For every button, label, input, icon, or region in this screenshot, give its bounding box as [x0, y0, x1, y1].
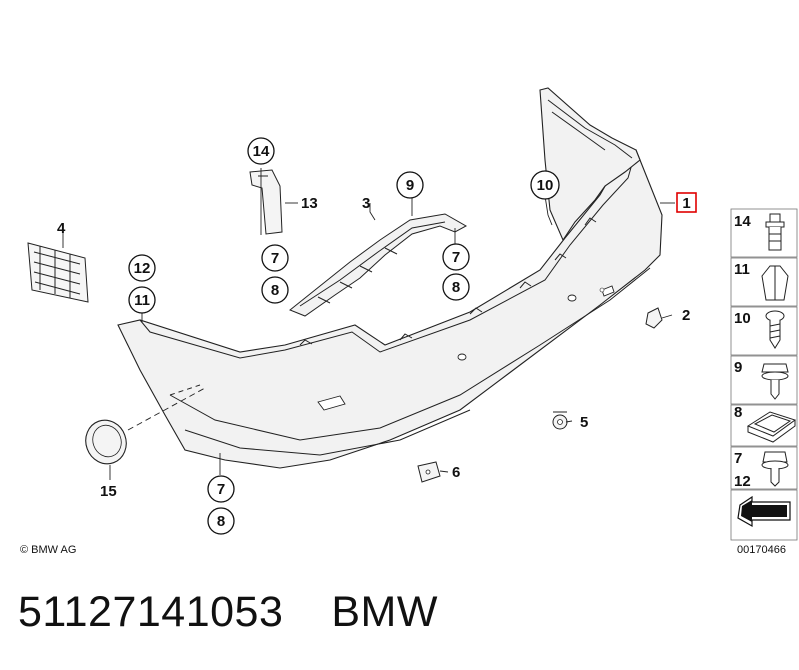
- callout-9: 9: [396, 171, 424, 199]
- callout-8-b: 8: [442, 273, 470, 301]
- part-number: 51127141053: [18, 587, 284, 636]
- part-13-bracket: [249, 169, 283, 235]
- callout-6-text: 6: [452, 464, 460, 481]
- legend-label-10: 10: [734, 310, 751, 327]
- callout-12: 12: [128, 254, 156, 282]
- legend-label-11: 11: [734, 261, 750, 278]
- callout-11: 11: [128, 286, 156, 314]
- legend-label-8: 8: [734, 404, 742, 421]
- flange-screw-icon: [761, 451, 789, 487]
- callout-7b-text: 7: [452, 249, 460, 266]
- callout-8-a: 8: [261, 276, 289, 304]
- callout-2: 2: [682, 307, 690, 324]
- callout-5: 5: [580, 414, 588, 431]
- screw-icon: [765, 310, 785, 349]
- callout-7c-text: 7: [217, 481, 225, 498]
- callout-10: 10: [530, 170, 560, 200]
- callout-8c-text: 8: [217, 513, 225, 530]
- part-4-vent-grille: [27, 242, 89, 303]
- callout-8-c: 8: [207, 507, 235, 535]
- callout-8a-text: 8: [271, 282, 279, 299]
- footer: 51127141053 BMW: [18, 582, 438, 642]
- part-3-center-bracket: [289, 213, 468, 317]
- callout-8b-text: 8: [452, 279, 460, 296]
- callout-7-a: 7: [261, 244, 289, 272]
- callout-3: 3: [362, 195, 370, 212]
- clip-nut-icon: [746, 411, 797, 443]
- diagram-number: 00170466: [737, 544, 786, 556]
- fastener-legend: 14 11 10 9 8: [730, 208, 798, 541]
- part-5-nut: [552, 411, 568, 430]
- callout-13: 13: [301, 195, 318, 212]
- callout-12-text: 12: [134, 260, 151, 277]
- legend-label-7: 7: [734, 450, 742, 467]
- callout-7-b: 7: [442, 243, 470, 271]
- legend-label-12: 12: [734, 473, 751, 490]
- brand-label: BMW: [331, 587, 438, 636]
- rear-bumper-cover: [117, 87, 663, 469]
- expanding-rivet-icon: [765, 213, 785, 251]
- callout-15-text: 15: [100, 483, 117, 500]
- legend-label-14: 14: [734, 213, 751, 230]
- part-6-clip: [417, 461, 441, 483]
- callout-14-text: 14: [253, 143, 270, 160]
- callout-15: 15: [100, 483, 117, 500]
- copyright-text: © BMW AG: [20, 544, 76, 556]
- part-15-tow-eye-cover: [85, 419, 127, 465]
- legend-label-9: 9: [734, 359, 742, 376]
- callout-9-text: 9: [406, 177, 414, 194]
- callout-1: 1: [676, 192, 697, 213]
- callout-5-text: 5: [580, 414, 588, 431]
- spreading-rivet-icon: [761, 265, 789, 301]
- callout-10-text: 10: [537, 177, 554, 194]
- callout-14: 14: [247, 137, 275, 165]
- part-2-clip: [645, 307, 663, 329]
- callout-13-text: 13: [301, 195, 318, 212]
- callout-11-text: 11: [134, 292, 150, 309]
- callout-2-text: 2: [682, 307, 690, 324]
- callout-6: 6: [452, 464, 460, 481]
- callout-7a-text: 7: [271, 250, 279, 267]
- callout-7-c: 7: [207, 475, 235, 503]
- callout-4-text: 4: [57, 220, 66, 237]
- callout-3-text: 3: [362, 195, 370, 212]
- hex-screw-icon: [761, 363, 789, 400]
- direction-arrow-icon: [737, 495, 791, 528]
- callout-1-text: 1: [682, 195, 690, 212]
- callout-4: 4: [57, 220, 66, 237]
- leader-lines: [62, 168, 675, 480]
